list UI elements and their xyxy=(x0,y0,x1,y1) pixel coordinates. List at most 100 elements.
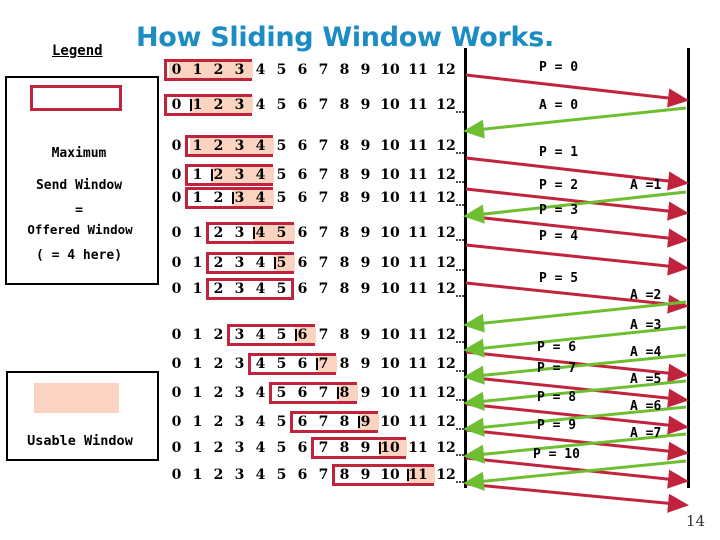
ack-arrow-label: A =4 xyxy=(630,345,662,360)
sequence-number: 0 xyxy=(171,138,182,154)
send-window-box xyxy=(206,278,294,300)
sequence-number: 10 xyxy=(380,414,400,430)
sequence-number: 10 xyxy=(380,281,400,297)
sequence-number: 6 xyxy=(297,356,308,372)
sequence-number: 8 xyxy=(339,414,350,430)
sequence-number: 9 xyxy=(360,62,371,78)
sequence-number: 2 xyxy=(213,167,224,183)
sequence-number: 9 xyxy=(360,414,371,430)
sequence-number: 5 xyxy=(276,225,287,241)
sequence-number: 4 xyxy=(255,356,266,372)
ack-arrow-label: A =6 xyxy=(630,399,662,414)
sequence-number: 4 xyxy=(255,225,266,241)
sequence-number: 7 xyxy=(318,225,329,241)
sequence-number: 2 xyxy=(213,225,224,241)
sequence-number: 9 xyxy=(360,190,371,206)
sequence-number: 2 xyxy=(213,467,224,483)
sequence-number: 1 xyxy=(192,327,203,343)
sequence-number: 1 xyxy=(192,440,203,456)
sequence-number: 12 xyxy=(436,167,456,183)
sequence-number: 0 xyxy=(171,62,182,78)
sequence-number: 12 xyxy=(436,440,456,456)
sequence-number: 10 xyxy=(380,356,400,372)
sequence-number: 6 xyxy=(297,440,308,456)
send-arrow xyxy=(465,428,689,461)
usable-window-fill xyxy=(232,190,274,206)
usable-window-fill xyxy=(190,97,253,113)
sequence-number: 11 xyxy=(408,440,428,456)
sequence-number: 6 xyxy=(297,62,308,78)
sequence-number: 6 xyxy=(297,467,308,483)
sequence-number: 0 xyxy=(171,97,182,113)
sequence-number: 9 xyxy=(360,167,371,183)
sequence-number: 0 xyxy=(171,327,182,343)
sequence-number: 12 xyxy=(436,414,456,430)
sequence-number: 10 xyxy=(380,138,400,154)
send-arrow-label: P = 2 xyxy=(539,178,579,193)
sequence-number: 0 xyxy=(171,356,182,372)
sequence-number: 3 xyxy=(234,97,245,113)
send-window-box xyxy=(185,135,274,157)
sequence-number: 12 xyxy=(436,225,456,241)
sequence-number: 4 xyxy=(255,327,266,343)
sequence-number: 2 xyxy=(213,138,224,154)
sequence-number: 4 xyxy=(255,281,266,297)
sequence-number: 6 xyxy=(297,167,308,183)
sequence-number: 1 xyxy=(192,356,203,372)
sequence-number: 11 xyxy=(408,467,428,483)
sequence-number: 5 xyxy=(276,281,287,297)
sequence-number: 2 xyxy=(213,356,224,372)
sequence-number: 1 xyxy=(192,385,203,401)
sequence-number: 6 xyxy=(297,138,308,154)
sequence-number: 6 xyxy=(297,255,308,271)
sequence-number: 11 xyxy=(408,225,428,241)
sequence-number: 4 xyxy=(255,97,266,113)
ack-arrow-label: A = 0 xyxy=(539,98,579,113)
sequence-number: 11 xyxy=(408,385,428,401)
send-arrow-label: P = 5 xyxy=(539,271,579,286)
send-window-box xyxy=(206,222,295,244)
sequence-number: 11 xyxy=(408,356,428,372)
usable-window-divider xyxy=(253,227,255,239)
ack-arrow-label: A =1 xyxy=(630,178,662,193)
sequence-number: 0 xyxy=(171,414,182,430)
sequence-number: 7 xyxy=(318,327,329,343)
sequence-number: 10 xyxy=(380,167,400,183)
send-arrow-label: P = 8 xyxy=(537,390,577,405)
usable-window-fill xyxy=(316,356,337,372)
sequence-number: 4 xyxy=(255,467,266,483)
send-window-box xyxy=(311,437,407,459)
sequence-number: 0 xyxy=(171,190,182,206)
sequence-number: 5 xyxy=(276,97,287,113)
ack-arrow xyxy=(463,190,687,224)
sequence-number: 9 xyxy=(360,97,371,113)
send-window-box xyxy=(227,324,316,346)
sequence-number: 12 xyxy=(436,356,456,372)
sequence-number: 2 xyxy=(213,385,224,401)
sequence-number: 0 xyxy=(171,167,182,183)
sequence-number: 5 xyxy=(276,62,287,78)
sequence-number: 11 xyxy=(408,281,428,297)
sequence-number: 3 xyxy=(234,356,245,372)
ack-arrow xyxy=(463,106,687,139)
sequence-number: 11 xyxy=(408,62,428,78)
sequence-number: 7 xyxy=(318,255,329,271)
usable-window-fill xyxy=(358,414,379,430)
sequence-number: 12 xyxy=(436,281,456,297)
sequence-number: 2 xyxy=(213,281,224,297)
sequence-number: 7 xyxy=(318,281,329,297)
usable-window-divider xyxy=(379,442,381,454)
leader-line xyxy=(456,295,464,297)
send-arrow-label: P = 3 xyxy=(539,203,579,218)
legend-swatch-offered-window xyxy=(30,85,122,111)
sequence-number: 8 xyxy=(339,356,350,372)
send-window-box xyxy=(248,353,337,375)
sequence-number: 12 xyxy=(436,255,456,271)
ack-arrow xyxy=(463,405,687,437)
leader-line xyxy=(456,269,464,271)
sequence-number: 5 xyxy=(276,440,287,456)
usable-window-divider xyxy=(337,387,339,399)
usable-window-divider xyxy=(211,169,213,181)
legend-line-2: Send Window xyxy=(35,178,123,193)
